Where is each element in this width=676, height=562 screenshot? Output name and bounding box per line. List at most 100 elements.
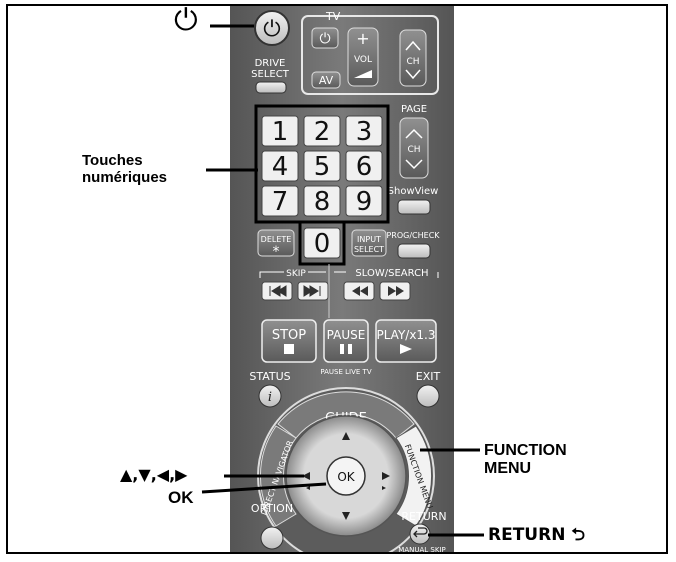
up-arrow-icon[interactable]	[342, 432, 350, 440]
vol-rocker[interactable]: + VOL	[347, 27, 379, 87]
option-button[interactable]	[260, 526, 284, 550]
ok-button[interactable]: OK	[326, 456, 366, 496]
stop-label: STOP	[272, 328, 306, 343]
digit-key[interactable]: 2	[303, 115, 341, 147]
digit-key[interactable]: 8	[303, 185, 341, 217]
svg-text:8: 8	[314, 187, 331, 217]
stop-button[interactable]: STOP	[261, 319, 317, 363]
fast-forward-icon	[388, 286, 404, 296]
delete-button[interactable]: DELETE *	[257, 229, 295, 260]
drive-select-label-1: DRIVE	[255, 58, 286, 69]
rewind-button[interactable]	[343, 281, 375, 301]
pause-label: PAUSE	[327, 328, 366, 342]
page-ch-rocker[interactable]: CH	[399, 117, 429, 179]
showview-label: ShowView	[388, 186, 439, 197]
input-select-label-2: SELECT	[354, 245, 384, 254]
return-callout: RETURN ⮌	[488, 525, 585, 545]
digit-key[interactable]: 9	[345, 185, 383, 217]
play-button[interactable]: PLAY/x1.3	[375, 319, 437, 363]
delete-label: DELETE	[261, 235, 292, 244]
function-menu-callout-line-2: MENU	[484, 460, 532, 478]
info-icon: i	[268, 390, 272, 405]
digit-key[interactable]: 4	[261, 150, 299, 182]
play-label: PLAY/x1.3	[376, 328, 435, 342]
skip-forward-button[interactable]	[297, 281, 329, 301]
fast-forward-button[interactable]	[379, 281, 411, 301]
function-menu-callout-line-1: FUNCTION	[484, 442, 567, 459]
digit-key[interactable]: 7	[261, 185, 299, 217]
tv-group-border	[301, 15, 439, 95]
page-ch-label: CH	[407, 145, 420, 155]
frame-forward-icon	[382, 486, 386, 490]
showview-button[interactable]	[397, 199, 431, 215]
av-label: AV	[319, 74, 334, 87]
skip-back-button[interactable]	[261, 281, 293, 301]
numeric-keys-callout-line-1: Touches	[82, 152, 143, 169]
power-button[interactable]: ⏻	[254, 10, 290, 46]
power-callout: ⏻	[174, 4, 198, 37]
diagram-frame: ⏻ DRIVE SELECT TV ⏻ AV + VOL CH PAGE CH …	[6, 4, 668, 554]
stop-icon	[284, 344, 294, 354]
down-arrow-icon[interactable]	[342, 512, 350, 520]
drive-select-button[interactable]	[255, 81, 287, 94]
digit-key-zero[interactable]: 0	[303, 227, 341, 259]
option-label: OPTION	[251, 502, 293, 515]
delete-star-icon: *	[273, 244, 280, 260]
numeric-zero-border	[298, 220, 346, 266]
tv-power-button[interactable]: ⏻	[311, 27, 339, 49]
page-up-icon	[405, 128, 423, 139]
return-button[interactable]	[409, 523, 431, 545]
page-down-icon	[405, 159, 423, 170]
tv-label: TV	[325, 10, 341, 23]
av-button[interactable]: AV	[311, 71, 341, 89]
numeric-keys-callout-line-2: numériques	[82, 169, 168, 187]
right-arrow-icon[interactable]	[382, 472, 390, 480]
vol-label: VOL	[354, 55, 372, 65]
ok-callout-line	[201, 482, 327, 494]
drive-select-label-2: SELECT	[251, 69, 290, 80]
svg-text:5: 5	[314, 152, 331, 182]
svg-text:7: 7	[272, 187, 289, 217]
ok-center-label: OK	[337, 470, 355, 484]
pause-button[interactable]: PAUSE	[323, 319, 369, 363]
ok-callout: OK	[168, 488, 194, 507]
power-icon: ⏻	[263, 17, 280, 42]
input-select-label-1: INPUT	[357, 235, 381, 244]
status-button[interactable]: i	[258, 384, 282, 408]
tv-ch-label: CH	[406, 57, 419, 67]
skip-bracket	[259, 271, 326, 278]
exit-label: EXIT	[416, 370, 441, 383]
arrows-callout: ▲,▼,◀,▶	[120, 465, 188, 484]
input-select-button[interactable]: INPUT SELECT	[351, 229, 387, 257]
exit-button[interactable]	[416, 384, 440, 408]
svg-text:0: 0	[314, 229, 331, 259]
vol-minus-icon	[354, 70, 372, 78]
frame-back-icon	[306, 486, 310, 490]
svg-text:9: 9	[356, 187, 373, 217]
return-label: RETURN	[401, 510, 446, 523]
guide-arc[interactable]	[277, 391, 415, 439]
pause-live-tv-label: PAUSE LIVE TV	[320, 368, 371, 376]
return-arrow-icon	[413, 527, 428, 538]
numeric-keys-callout: Touches numériques	[82, 152, 167, 187]
pause-icon	[340, 344, 352, 354]
left-arrow-icon[interactable]	[302, 472, 310, 480]
slow-search-bracket	[334, 271, 439, 278]
skip-label: SKIP	[286, 269, 306, 279]
tv-ch-rocker[interactable]: CH	[399, 29, 427, 87]
prog-check-button[interactable]	[397, 243, 431, 259]
digit-key[interactable]: 6	[345, 150, 383, 182]
play-icon	[400, 344, 412, 354]
status-label: STATUS	[249, 370, 290, 383]
ch-up-icon	[405, 40, 421, 51]
page-label: PAGE	[401, 104, 427, 115]
digit-key[interactable]: 5	[303, 150, 341, 182]
skip-back-icon	[269, 285, 287, 297]
digit-key[interactable]: 3	[345, 115, 383, 147]
svg-text:1: 1	[272, 117, 289, 147]
function-menu-callout: FUNCTION MENU	[484, 442, 567, 479]
svg-text:2: 2	[314, 117, 331, 147]
skip-forward-icon	[303, 285, 321, 297]
prog-check-label: PROG/CHECK	[386, 231, 440, 240]
digit-key[interactable]: 1	[261, 115, 299, 147]
